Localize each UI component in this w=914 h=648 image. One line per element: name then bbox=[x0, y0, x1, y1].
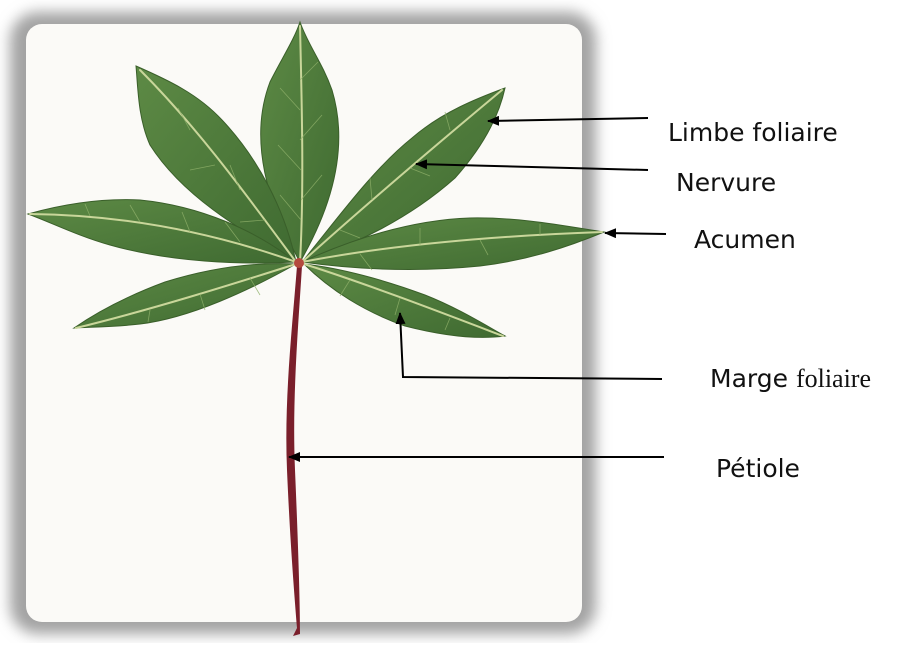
label-marge-word: Marge bbox=[710, 364, 788, 393]
label-marge-foliaire: Marge foliaire bbox=[710, 366, 871, 392]
label-nervure: Nervure bbox=[676, 170, 776, 195]
label-marge-rest: foliaire bbox=[796, 364, 871, 393]
label-petiole: Pétiole bbox=[716, 456, 800, 481]
label-limbe-foliaire: Limbe foliaire bbox=[668, 120, 838, 145]
label-acumen: Acumen bbox=[694, 227, 796, 252]
leaf-centre bbox=[294, 258, 304, 268]
arrow-acumen bbox=[605, 233, 666, 234]
